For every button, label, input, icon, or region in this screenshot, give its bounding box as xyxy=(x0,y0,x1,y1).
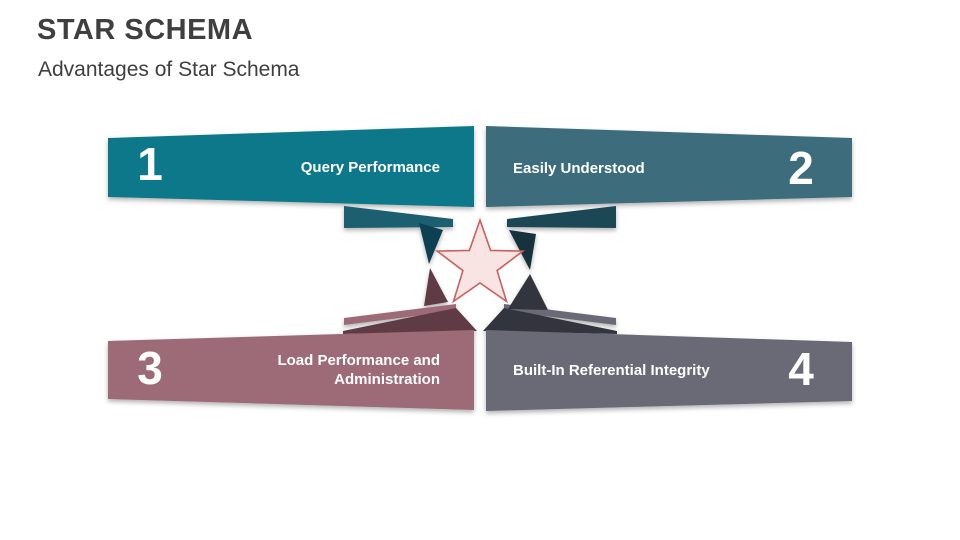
ribbon-group-2 xyxy=(486,126,852,270)
ribbon-1-banner xyxy=(108,126,474,207)
ribbon-3-fold-band-light xyxy=(344,304,456,325)
item-4-number: 4 xyxy=(788,343,814,395)
item-3-label: Load Performance and Administration xyxy=(277,352,440,388)
ribbon-1-fold-wedge xyxy=(419,223,443,264)
ribbon-2-fold-band xyxy=(507,206,616,228)
ribbon-4-banner xyxy=(486,330,852,411)
item-2-label: Easily Understood xyxy=(513,160,645,177)
ribbon-3-banner xyxy=(108,330,474,410)
star-icon xyxy=(434,217,526,304)
item-1-label: Query Performance xyxy=(300,159,440,176)
item-4-label: Built-In Referential Integrity xyxy=(513,362,710,379)
ribbon-3-fold-wedge xyxy=(424,268,448,306)
ribbon-3-fold-band-dark xyxy=(343,308,477,334)
ribbon-group-4 xyxy=(483,274,852,411)
ribbon-1-fold-band xyxy=(344,206,453,228)
page-subtitle: Advantages of Star Schema xyxy=(38,58,300,81)
page-title: STAR SCHEMA xyxy=(37,14,254,46)
ribbon-2-fold-wedge xyxy=(509,230,536,270)
item-3-number: 3 xyxy=(137,342,163,394)
ribbon-4-fold-wedge xyxy=(508,274,548,310)
item-1-number: 1 xyxy=(137,138,163,190)
ribbon-2-banner xyxy=(486,126,852,207)
ribbon-group-3 xyxy=(108,268,477,410)
ribbon-group-1 xyxy=(108,126,474,264)
item-2-number: 2 xyxy=(788,142,814,194)
ribbon-4-fold-band-dark xyxy=(483,308,617,334)
